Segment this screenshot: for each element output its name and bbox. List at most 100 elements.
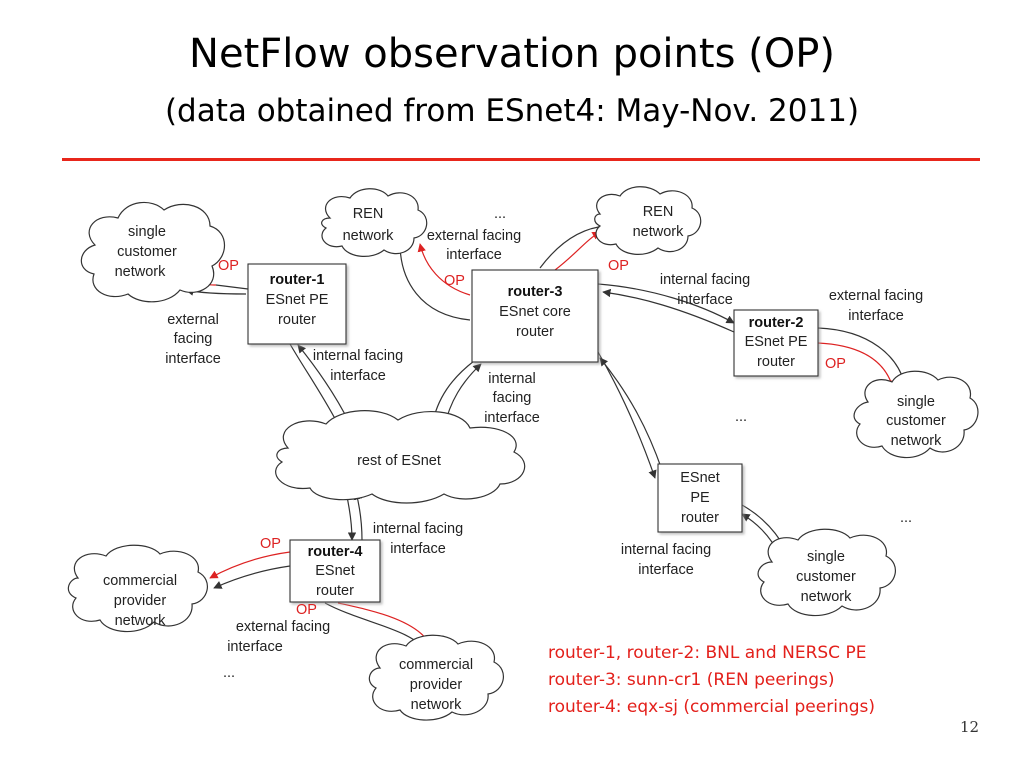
link-r4-commercial-left [213,565,291,589]
cloud-label-line: network [115,264,167,280]
title-divider [62,158,980,161]
op-link-r3-ren-left [417,243,471,296]
router-name: router-1 [270,272,325,288]
router-name: router-2 [749,315,804,331]
interface-label-line: external facing [427,228,521,244]
esnet-pe-router-box: ESnet PE router [657,463,743,533]
cloud-commercial-bottom: commercial provider network [368,634,504,721]
router-label-line: ESnet core [499,304,571,320]
router-label-line: router [757,354,795,370]
cloud-label-line: single [897,394,935,410]
cloud-label-line: commercial [103,573,177,589]
op-label-r4-left: OP [260,536,281,552]
label-internal-interface-r1: internal facing interface [313,348,403,384]
label-internal-interface-r3-left: internal facing interface [484,371,540,426]
interface-label-line: interface [390,541,446,557]
link-r2-r3 [602,288,735,333]
interface-label-line: internal facing [373,521,463,537]
interface-label-line: facing [174,331,213,347]
label-internal-interface-pe: internal facing interface [621,542,711,578]
op-label-r3-right: OP [608,258,629,274]
link-r3-ren-left [395,242,471,321]
router-label-line: ESnet [680,470,720,486]
cloud-label-line: provider [114,593,167,609]
cloud-customer-top-left: single customer network [80,201,225,303]
label-external-interface-r3: external facing interface [427,228,521,263]
cloud-label-line: customer [886,413,946,429]
interface-label-line: interface [330,368,386,384]
router-4-box: router-4 ESnet router [289,539,381,603]
interface-label-line: interface [227,639,283,655]
interface-label-line: interface [677,292,733,308]
op-link-r3-ren-right [554,231,601,271]
cloud-label-line: network [115,613,167,629]
interface-label-line: interface [446,247,502,263]
router-label-line: ESnet PE [745,334,808,350]
cloud-label: rest of ESnet [357,453,441,469]
router-label-line: router [316,583,354,599]
label-internal-interface-r4: internal facing interface [373,521,463,557]
cloud-ren-right: REN network [594,186,702,255]
cloud-customer-right: single customer network [853,370,979,459]
op-label-r3-left: OP [444,273,465,289]
ellipsis: ... [223,665,235,681]
op-label-r4-bottom: OP [296,602,317,618]
router-label-line: router [681,510,719,526]
cloud-label-line: customer [117,244,177,260]
router-label-line: router [278,312,316,328]
link-r1-customer [215,284,249,290]
router-1-box: router-1 ESnet PE router [247,263,347,345]
interface-label-line: facing [493,390,532,406]
slide-number: 12 [960,718,980,736]
cloud-label-line: commercial [399,657,473,673]
interface-label-line: interface [638,562,694,578]
cloud-customer-bottom-right: single customer network [757,528,896,617]
interface-label-line: internal facing [660,272,750,288]
label-internal-interface-r3-top: internal facing interface [660,272,750,308]
link-r3-pe [597,351,657,479]
interface-label-line: internal facing [313,348,403,364]
ellipsis: ... [735,409,747,425]
cloud-label-line: REN [353,206,384,222]
label-external-interface-r2: external facing interface [829,288,923,324]
cloud-label-line: single [128,224,166,240]
cloud-label-line: network [801,589,853,605]
op-link-r2 [817,342,895,389]
slide-subtitle: (data obtained from ESnet4: May-Nov. 201… [164,93,860,129]
cloud-label-line: network [633,224,685,240]
cloud-rest-of-esnet: rest of ESnet [275,410,526,504]
router-label-line: ESnet [315,563,355,579]
interface-label-line: external facing [236,619,330,635]
cloud-label-line: network [343,228,395,244]
router-name: router-4 [308,544,363,560]
op-link-r4-left [209,551,291,579]
link-r3-r2 [597,283,735,324]
router-label-line: PE [690,490,710,506]
cloud-label-line: REN [643,204,674,220]
interface-label-line: interface [848,308,904,324]
ellipsis: ... [494,206,506,222]
interface-label-line: external [167,312,219,328]
legend-line: router-4: eqx-sj (commercial peerings) [548,697,875,717]
interface-label-line: external facing [829,288,923,304]
router-legend: router-1, router-2: BNL and NERSC PE rou… [548,640,875,721]
interface-label-line: internal facing [621,542,711,558]
interface-label-line: interface [484,410,540,426]
cloud-commercial-left: commercial provider network [67,544,208,633]
interface-label-line: internal [488,371,536,387]
cloud-label-line: network [891,433,943,449]
ellipsis: ... [900,510,912,526]
cloud-ren-left: REN network [321,188,428,257]
cloud-label-line: provider [410,677,463,693]
cloud-label-line: network [411,697,463,713]
router-2-box: router-2 ESnet PE router [733,309,819,377]
link-pe-r3 [599,357,663,471]
router-3-box: router-3 ESnet core router [471,269,599,363]
router-name: router-3 [508,284,563,300]
router-label-line: router [516,324,554,340]
legend-line: router-1, router-2: BNL and NERSC PE [548,643,867,663]
router-label-line: ESnet PE [266,292,329,308]
cloud-label-line: single [807,549,845,565]
cloud-label-line: customer [796,569,856,585]
